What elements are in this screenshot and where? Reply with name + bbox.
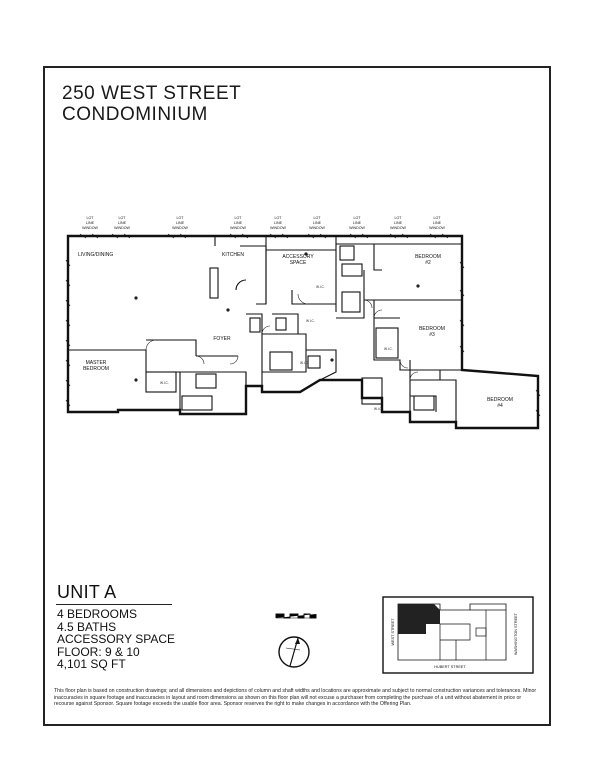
unit-title-rule	[56, 604, 172, 605]
svg-text:WINDOW: WINDOW	[114, 226, 130, 230]
room-label-wic: W.I.C.	[316, 285, 325, 289]
room-label-accessory: ACCESSORY	[282, 254, 314, 260]
svg-text:LINE: LINE	[353, 221, 362, 225]
room-labels: LIVING/DINING KITCHEN ACCESSORY SPACE BE…	[78, 252, 513, 411]
svg-text:WINDOW: WINDOW	[270, 226, 286, 230]
lot-line-window-label: LOT LINE WINDOW	[349, 216, 365, 230]
lot-line-window-label: LOT LINE WINDOW	[270, 216, 286, 230]
svg-text:WINDOW: WINDOW	[349, 226, 365, 230]
key-plan: WEST STREET WASHINGTON STREET HUBERT STR…	[382, 596, 534, 674]
room-label-wic: W.I.C.	[384, 347, 393, 351]
unit-title: UNIT A	[57, 582, 117, 602]
svg-text:WINDOW: WINDOW	[429, 226, 445, 230]
disclaimer-text: This floor plan is based on construction…	[54, 688, 537, 708]
svg-text:LOT: LOT	[235, 216, 243, 220]
unit-details: 4 BEDROOMS 4.5 BATHS ACCESSORY SPACE FLO…	[57, 608, 175, 671]
title-line-1: 250 WEST STREET	[62, 83, 242, 104]
page-title: 250 WEST STREET CONDOMINIUM	[62, 83, 241, 125]
svg-text:LINE: LINE	[86, 221, 95, 225]
scale-bar	[275, 613, 317, 619]
room-label-bedroom-3-num: #3	[429, 332, 435, 338]
room-label-foyer: FOYER	[213, 336, 231, 342]
svg-text:LINE: LINE	[274, 221, 283, 225]
room-label-wic: W.I.C.	[374, 407, 383, 411]
svg-text:WINDOW: WINDOW	[230, 226, 246, 230]
interior-walls	[68, 236, 462, 428]
north-arrow	[278, 636, 310, 668]
unit-floors: FLOOR: 9 & 10	[57, 644, 140, 659]
svg-text:WINDOW: WINDOW	[309, 226, 325, 230]
svg-text:LOT: LOT	[354, 216, 362, 220]
window-hatching	[65, 233, 541, 417]
unit-baths: 4.5 BATHS	[57, 619, 117, 634]
street-label-west: WEST STREET	[391, 618, 395, 646]
svg-text:WINDOW: WINDOW	[82, 226, 98, 230]
unit-area: 4,101 SQ FT	[57, 657, 126, 672]
room-label-wic: W.I.C.	[306, 319, 315, 323]
svg-text:LINE: LINE	[394, 221, 403, 225]
svg-text:WINDOW: WINDOW	[390, 226, 406, 230]
lot-line-window-label: LOT LINE WINDOW	[429, 216, 445, 230]
room-label-bedroom-4: BEDROOM	[487, 397, 513, 403]
street-label-hubert: HUBERT STREET	[434, 665, 466, 669]
svg-text:LOT: LOT	[87, 216, 95, 220]
svg-text:LOT: LOT	[314, 216, 322, 220]
title-line-2: CONDOMINIUM	[62, 104, 208, 125]
lot-line-window-label: LOT LINE WINDOW	[114, 216, 130, 230]
svg-text:LOT: LOT	[395, 216, 403, 220]
sheet-border	[43, 66, 551, 726]
room-label-bedroom-2: BEDROOM	[415, 254, 441, 260]
room-label-accessory-2: SPACE	[290, 260, 307, 266]
lot-line-window-label: LOT LINE WINDOW	[172, 216, 188, 230]
svg-text:LINE: LINE	[433, 221, 442, 225]
lot-line-window-label: LOT LINE WINDOW	[309, 216, 325, 230]
room-label-living-dining: LIVING/DINING	[78, 252, 113, 258]
door-swings	[145, 293, 419, 381]
svg-text:LINE: LINE	[118, 221, 127, 225]
svg-text:LINE: LINE	[176, 221, 185, 225]
lot-line-window-labels: LOT LINE WINDOW LOT LINE WINDOW LOT LINE…	[82, 216, 445, 230]
room-label-bedroom-4-num: #4	[497, 403, 503, 409]
lot-line-window-label: LOT LINE WINDOW	[82, 216, 98, 230]
structural-columns	[134, 252, 420, 382]
room-label-wic: W.I.C.	[300, 361, 309, 365]
svg-text:WINDOW: WINDOW	[172, 226, 188, 230]
lot-line-window-label: LOT LINE WINDOW	[390, 216, 406, 230]
room-label-bedroom-3: BEDROOM	[419, 326, 445, 332]
svg-text:LOT: LOT	[177, 216, 185, 220]
svg-text:LOT: LOT	[119, 216, 127, 220]
lot-line-window-label: LOT LINE WINDOW	[230, 216, 246, 230]
room-label-master: MASTER	[86, 360, 107, 366]
svg-text:LOT: LOT	[275, 216, 283, 220]
room-label-wic: W.I.C.	[160, 381, 169, 385]
unit-bedrooms: 4 BEDROOMS	[57, 607, 138, 621]
room-label-master-2: BEDROOM	[83, 366, 109, 372]
street-label-washington: WASHINGTON STREET	[514, 612, 518, 655]
svg-text:LINE: LINE	[234, 221, 243, 225]
room-label-kitchen: KITCHEN	[222, 252, 244, 258]
svg-text:LOT: LOT	[434, 216, 442, 220]
room-label-bedroom-2-num: #2	[425, 260, 431, 266]
svg-text:LINE: LINE	[313, 221, 322, 225]
unit-accessory: ACCESSORY SPACE	[57, 632, 176, 647]
